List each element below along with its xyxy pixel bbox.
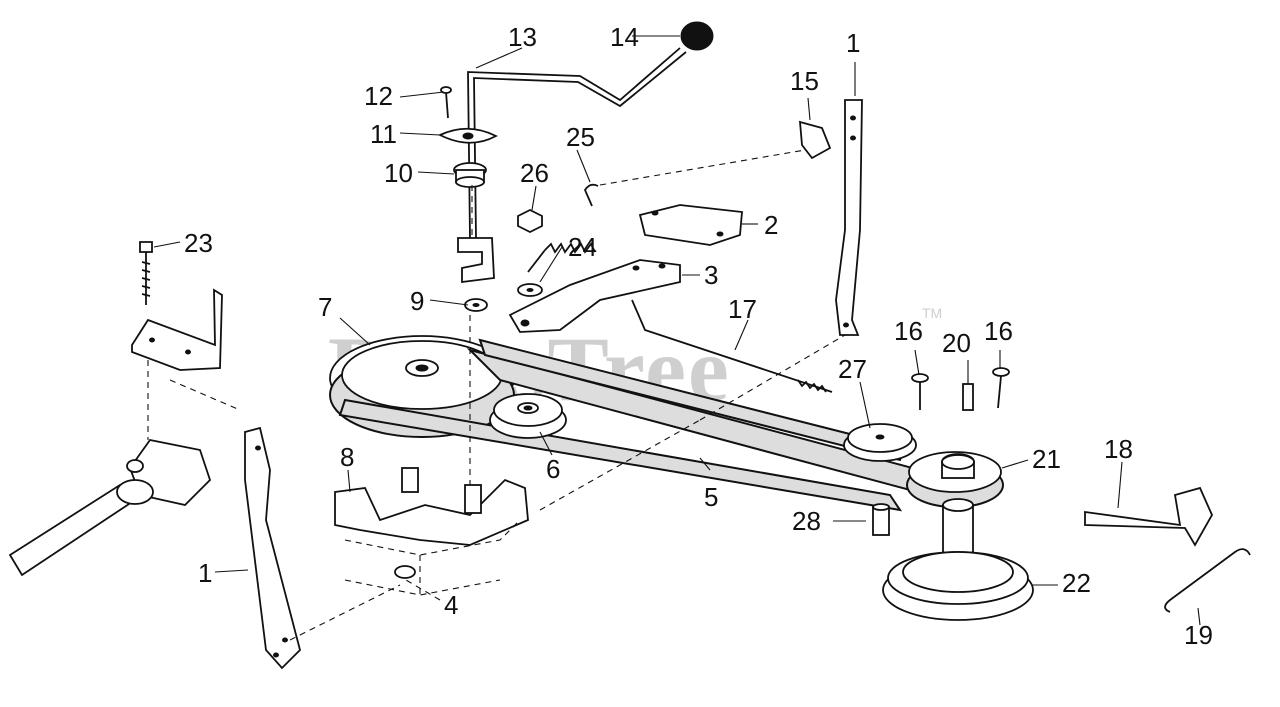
part-3-idler-arm[interactable] [508, 259, 681, 333]
part-20-key[interactable] [962, 383, 974, 411]
callout-20: 20 [942, 328, 971, 358]
callout-26: 26 [520, 158, 549, 188]
callout-22: 22 [1062, 568, 1091, 598]
callout-4: 4 [444, 590, 458, 620]
callout-7: 7 [318, 292, 332, 322]
callout-18: 18 [1104, 434, 1133, 464]
callout-12: 12 [364, 81, 393, 111]
part-5-belt[interactable] [338, 338, 922, 512]
watermark-trademark: TM [922, 305, 942, 321]
part-17-rod[interactable] [631, 299, 833, 393]
callout-13: 13 [508, 22, 537, 52]
part-1-lever-arm-left[interactable] [244, 426, 302, 670]
callout-16-right: 16 [984, 316, 1013, 346]
callout-25: 25 [566, 122, 595, 152]
part-26-nut[interactable] [517, 208, 543, 234]
axle-assembly [8, 360, 241, 577]
leader-lines [153, 35, 1201, 641]
part-2-plate[interactable] [638, 204, 743, 246]
callout-27: 27 [838, 354, 867, 384]
part-22-pulley[interactable] [882, 498, 1034, 621]
callout-9: 9 [410, 286, 424, 316]
callout-15: 15 [790, 66, 819, 96]
part-23-bolt[interactable] [139, 241, 153, 305]
part-18-bracket[interactable] [1084, 486, 1214, 547]
callout-17: 17 [728, 294, 757, 324]
callout-28: 28 [792, 506, 821, 536]
part-1-lever-arm-right[interactable] [835, 99, 863, 336]
part-24-washer[interactable] [517, 283, 543, 297]
callout-1-top: 1 [846, 28, 860, 58]
part-8-bracket[interactable] [334, 467, 529, 546]
part-28-spacer[interactable] [872, 503, 890, 536]
part-4-transmission-mount[interactable] [344, 519, 521, 596]
callout-16-left: 16 [894, 316, 923, 346]
callout-21: 21 [1032, 444, 1061, 474]
callout-3: 3 [704, 260, 718, 290]
callout-10: 10 [384, 158, 413, 188]
callout-8: 8 [340, 442, 354, 472]
part-25-spring[interactable] [527, 149, 806, 273]
axle-bracket [131, 288, 223, 371]
part-11-cap[interactable] [437, 127, 498, 144]
shift-bracket [457, 237, 495, 284]
callout-14: 14 [610, 22, 639, 52]
part-16-pin-left[interactable] [911, 373, 929, 410]
part-27-idler-pulley[interactable] [843, 423, 917, 462]
part-19-spring-wire[interactable] [1164, 548, 1251, 613]
callout-5: 5 [704, 482, 718, 512]
part-6-idler-pulley[interactable] [489, 393, 567, 439]
part-14-knob[interactable] [680, 21, 714, 51]
part-10-bushing[interactable] [453, 162, 487, 188]
part-21-pulley[interactable] [906, 451, 1004, 508]
callout-11: 11 [370, 119, 397, 149]
callout-19: 19 [1184, 620, 1213, 650]
callouts: 1 1 2 3 4 5 6 7 8 9 10 11 12 13 14 15 16… [184, 22, 1213, 650]
callout-23: 23 [184, 228, 213, 258]
part-9-washer[interactable] [464, 298, 488, 312]
part-15-clip[interactable] [798, 120, 832, 160]
part-12-screw[interactable] [440, 86, 452, 119]
callout-2: 2 [764, 210, 778, 240]
callout-1-left: 1 [198, 558, 212, 588]
callout-6: 6 [546, 454, 560, 484]
part-16-pin-right[interactable] [992, 367, 1010, 409]
callout-24: 24 [568, 232, 597, 262]
